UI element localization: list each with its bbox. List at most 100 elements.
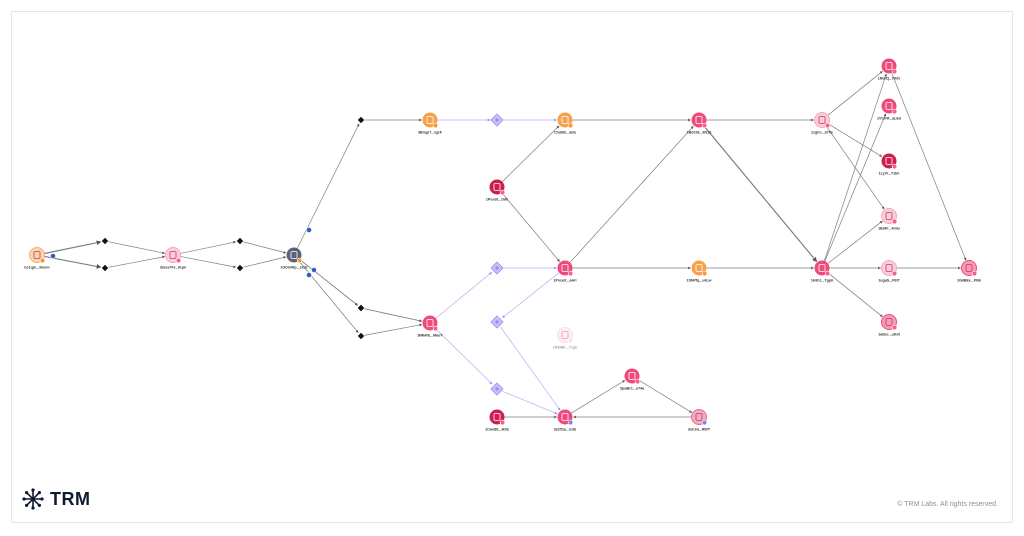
wallet-node[interactable]: 1LyVr...T1kh xyxy=(879,153,900,176)
edge-n17-n19[interactable] xyxy=(824,113,887,262)
wallet-node[interactable]: 1Pexsti...Ddk xyxy=(486,179,508,202)
wallet-circle[interactable] xyxy=(557,327,573,343)
edge-d1-n2[interactable] xyxy=(108,241,166,255)
wallet-address-label: 1Pexsti...Ddk xyxy=(486,198,508,202)
wallet-node[interactable]: 1Tu6bh...aDu xyxy=(554,112,576,135)
edge-n5-p2[interactable] xyxy=(435,272,492,319)
edge-n2-d4[interactable] xyxy=(180,256,237,269)
junction-diamond-icon[interactable] xyxy=(357,116,365,124)
risk-badge-icon xyxy=(891,218,898,225)
wallet-address-label: 1ugaS...P6f7 xyxy=(878,279,899,283)
risk-badge-icon xyxy=(499,419,506,426)
junction-diamond-icon[interactable] xyxy=(101,264,109,272)
node-layer[interactable]: bc1qjn...3mum 33sesYH...rKpn 1GDmWp...2xdz… xyxy=(24,58,981,432)
edge-n7-n6[interactable] xyxy=(502,125,560,182)
risk-badge-icon xyxy=(39,257,46,264)
wallet-icon xyxy=(290,251,298,259)
wallet-node[interactable]: 1NWBK...71gb xyxy=(553,327,578,350)
wallet-icon xyxy=(885,102,893,110)
wallet-node[interactable]: bc1qjn...3mum xyxy=(24,247,50,270)
edge-n1-d1[interactable] xyxy=(44,240,102,255)
edge-d8-n5[interactable] xyxy=(364,308,423,323)
wallet-address-label: 3jsaBr1...o74a xyxy=(620,387,645,391)
wallet-node[interactable]: 1GDmWp...2xdz xyxy=(280,247,308,270)
wallet-node[interactable]: 3oh1w...RWY xyxy=(688,409,711,432)
edge-n10-n17[interactable] xyxy=(703,125,818,263)
edge-n8-n10[interactable] xyxy=(569,125,694,263)
wallet-address-label: 1Cwd81...HSb xyxy=(485,428,510,432)
edge-n17-n23[interactable] xyxy=(827,272,883,317)
graph-canvas-frame xyxy=(11,11,1013,523)
wallet-icon xyxy=(561,116,569,124)
wallet-address-label: 1PncaX...aAri xyxy=(554,279,577,283)
wallet-address-label: 3oh1w...RWY xyxy=(688,428,711,432)
risk-badge-icon xyxy=(701,122,708,129)
edge-n2-d3[interactable] xyxy=(180,241,237,254)
edge-d2-n2[interactable] xyxy=(108,255,166,268)
wallet-address-label: 1VCrHf...aLEd xyxy=(877,117,901,121)
wallet-node[interactable]: 1cghn...b7Ve xyxy=(811,112,833,135)
wallet-node[interactable]: 1Hzh1...Tgp6 xyxy=(811,260,833,283)
wallet-address-label: 1NbtCj...Nhfs xyxy=(878,77,901,81)
wallet-node[interactable]: 1BoPr...4mlu xyxy=(878,208,900,231)
wallet-icon xyxy=(169,251,177,259)
edge-n3-d8[interactable] xyxy=(299,259,358,306)
edge-d7-n5[interactable] xyxy=(364,323,423,336)
service-cross-icon xyxy=(495,320,499,324)
edge-n17-n21[interactable] xyxy=(827,220,883,264)
risk-badge-icon xyxy=(634,378,641,385)
edge-n13-n14[interactable] xyxy=(571,380,626,414)
wallet-node[interactable]: 1SNPfq...u6Lw xyxy=(687,260,712,283)
junction-diamond-icon[interactable] xyxy=(357,332,365,340)
wallet-address-label: 1SNPfq...u6Lw xyxy=(687,279,712,283)
wallet-node[interactable]: 1abbc...uKdt xyxy=(878,314,901,337)
link-marker-icon[interactable] xyxy=(311,267,317,273)
edge-p4-n13[interactable] xyxy=(502,390,558,415)
edge-n14-n15[interactable] xyxy=(638,379,693,413)
edge-n18-n24[interactable] xyxy=(891,72,967,261)
risk-badge-icon xyxy=(567,419,574,426)
junction-diamond-icon[interactable] xyxy=(357,304,365,312)
risk-badge-icon xyxy=(567,270,574,277)
service-cross-icon xyxy=(495,118,499,122)
wallet-node[interactable]: 1BdJ28...Wzz6 xyxy=(687,112,712,135)
wallet-address-label: bc1qjn...3mum xyxy=(24,266,49,270)
edge-n7-n8[interactable] xyxy=(501,192,560,262)
link-marker-icon[interactable] xyxy=(306,227,312,233)
wallet-node[interactable]: 3iMkRb...MaoY xyxy=(417,315,443,338)
wallet-icon xyxy=(885,264,893,272)
wallet-node[interactable]: 1VCrHf...aLEd xyxy=(877,98,901,121)
wallet-node[interactable]: 3jsaBr1...o74a xyxy=(620,368,645,391)
edge-p3-n13[interactable] xyxy=(500,326,561,411)
edge-n3-d7[interactable] xyxy=(298,260,359,333)
edge-d4-n3[interactable] xyxy=(243,256,287,268)
edge-d3-n3[interactable] xyxy=(243,241,287,254)
wallet-node[interactable]: 1ugaS...P6f7 xyxy=(878,260,900,283)
link-marker-icon[interactable] xyxy=(306,272,312,278)
edge-n16-n18[interactable] xyxy=(827,71,883,116)
service-cross-icon xyxy=(495,266,499,270)
edge-n8-p3[interactable] xyxy=(502,272,560,318)
wallet-address-label: 33sesYH...rKpn xyxy=(160,266,186,270)
trm-asterisk-icon xyxy=(22,488,44,510)
edge-n5-p4[interactable] xyxy=(435,328,493,385)
wallet-node[interactable]: 1NbtCj...Nhfs xyxy=(878,58,901,81)
edge-n17-n18[interactable] xyxy=(824,73,887,261)
wallet-node[interactable]: 1PncaX...aAri xyxy=(554,260,577,283)
wallet-node[interactable]: 1Cwd81...HSb xyxy=(485,409,510,432)
wallet-icon xyxy=(695,116,703,124)
edge-n16-n20[interactable] xyxy=(828,123,883,157)
wallet-node[interactable]: 33sesYH...rKpn xyxy=(160,247,186,270)
junction-diamond-icon[interactable] xyxy=(101,237,109,245)
junction-diamond-icon[interactable] xyxy=(236,264,244,272)
wallet-address-label: 1Tu6bh...aDu xyxy=(554,131,576,135)
link-marker-icon[interactable] xyxy=(50,253,56,259)
wallet-node[interactable]: 1G6BEe...PB6 xyxy=(957,260,981,283)
risk-badge-icon xyxy=(891,108,898,115)
wallet-icon xyxy=(885,318,893,326)
wallet-icon xyxy=(561,413,569,421)
wallet-node[interactable]: 3sZ51a...ic3b xyxy=(554,409,577,432)
junction-diamond-icon[interactable] xyxy=(236,237,244,245)
wallet-node[interactable]: 3Bmgr7...tgcF xyxy=(418,112,443,135)
